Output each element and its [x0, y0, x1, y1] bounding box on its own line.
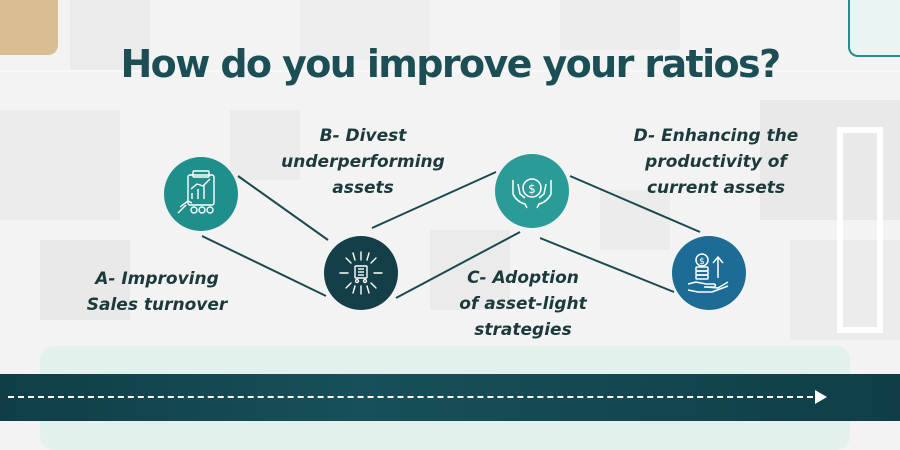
- label-a-line2: Sales turnover: [86, 295, 228, 315]
- label-b-line3: assets: [332, 178, 394, 198]
- label-b-line1: B- Divest: [319, 126, 407, 146]
- label-a: A- Improving Sales turnover: [82, 266, 232, 318]
- connector-a-b: [201, 235, 327, 297]
- corner-decoration-right: [848, 0, 900, 57]
- hands-dollar-icon: $: [512, 178, 552, 209]
- page-title: How do you improve your ratios?: [120, 42, 781, 86]
- label-b-line2: underperforming: [281, 152, 445, 172]
- label-c: C- Adoption of asset-light strategies: [448, 265, 598, 343]
- label-d-line1: D- Enhancing the: [633, 126, 799, 146]
- hand-coins-growth-icon: $: [687, 253, 729, 293]
- svg-text:$: $: [528, 182, 536, 196]
- label-d-line3: current assets: [646, 178, 786, 198]
- shopping-cart-burst-icon: [339, 251, 383, 295]
- arrow-right-icon: [815, 390, 827, 404]
- label-a-line1: A- Improving: [95, 269, 219, 289]
- label-d-line2: productivity of: [645, 152, 787, 172]
- label-b: B- Divest underperforming assets: [278, 123, 448, 201]
- timeline-dashed-line: [8, 396, 813, 398]
- node-a: [164, 157, 238, 231]
- connector-c-d: [569, 175, 701, 233]
- corner-decoration-left: [0, 0, 58, 55]
- connector-a-b-top: [237, 175, 329, 241]
- label-c-line2: of asset-light: [459, 294, 587, 314]
- svg-text:$: $: [699, 257, 705, 267]
- label-d: D- Enhancing the productivity of current…: [618, 123, 814, 201]
- node-c: $: [495, 154, 569, 228]
- node-d: $: [672, 236, 746, 310]
- timeline-bar: [0, 374, 900, 421]
- connector-b-c: [371, 171, 497, 229]
- label-c-line1: C- Adoption: [467, 268, 579, 288]
- connector-b-c-low: [395, 231, 521, 299]
- sales-chart-icon: [177, 170, 215, 214]
- connector-c-d-low: [539, 237, 675, 293]
- label-c-line3: strategies: [474, 320, 572, 340]
- node-b: [324, 236, 398, 310]
